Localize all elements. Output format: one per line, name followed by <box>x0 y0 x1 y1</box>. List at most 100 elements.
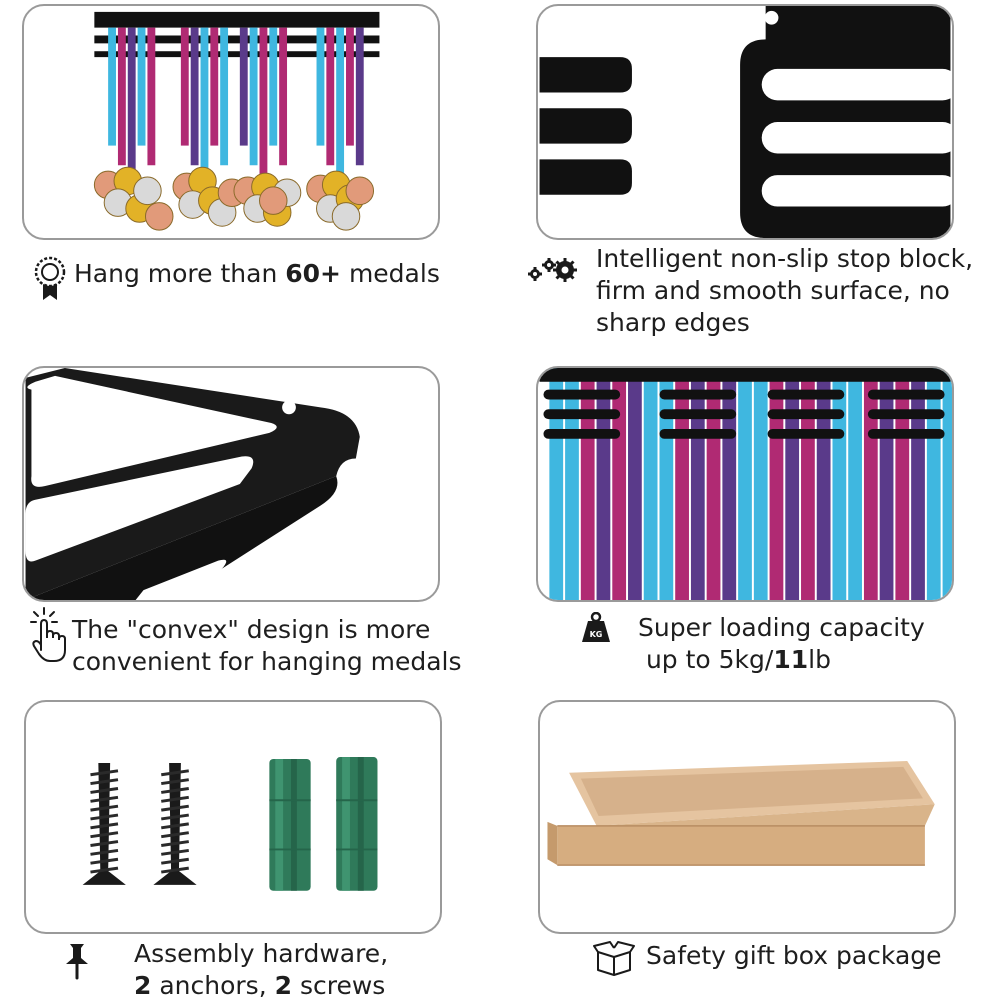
ribbon <box>628 368 642 600</box>
ribbon <box>580 368 595 600</box>
ribbon <box>108 27 116 146</box>
medal <box>133 176 162 206</box>
rack-tooth <box>867 389 945 400</box>
rack-tooth <box>543 389 621 400</box>
ribbon <box>355 27 364 166</box>
ribbon <box>180 27 189 146</box>
ribbon <box>848 368 862 600</box>
ribbon <box>269 27 278 146</box>
ribbon <box>926 368 941 600</box>
ribbon <box>769 368 784 600</box>
ribbon <box>147 27 156 166</box>
wall-anchor <box>336 757 378 891</box>
rack-tooth <box>867 409 945 420</box>
caption-text: lb <box>808 645 831 674</box>
caption-assembly-hardware: Assembly hardware, 2 anchors, 2 screws <box>134 938 388 1000</box>
convex-design-closeup-photo <box>22 366 440 602</box>
rack-bar <box>539 368 951 382</box>
gears-icon <box>527 256 579 284</box>
stop-block-closeup-photo <box>536 4 954 240</box>
award-ribbon-icon <box>34 256 66 302</box>
rack-tooth <box>659 409 737 420</box>
gift-box-illustration <box>547 760 935 866</box>
weight-icon-label: KG <box>590 630 603 639</box>
caption-stop-block: Intelligent non-slip stop block, firm an… <box>596 243 973 339</box>
ribbon <box>596 368 611 600</box>
ribbon <box>279 27 288 166</box>
caption-load-capacity: Super loading capacity up to 5kg/11lb <box>638 612 925 676</box>
caption-text: up to 5kg/ <box>638 645 774 674</box>
ribbon <box>117 27 126 166</box>
ribbon <box>200 27 209 185</box>
ribbon <box>816 368 831 600</box>
rack-tooth <box>867 428 945 439</box>
ribbon <box>127 27 136 185</box>
ribbon <box>137 27 146 146</box>
ribbon <box>316 27 325 146</box>
caption-bold-number: 11 <box>773 645 809 674</box>
ribbon <box>753 368 768 600</box>
hardware-illustration <box>82 757 378 891</box>
caption-text: anchors, <box>151 971 275 1000</box>
medal <box>345 176 375 206</box>
medal <box>259 186 288 215</box>
caption-medal-capacity: Hang more than 60+ medals <box>74 258 440 290</box>
loaded-rack-closeup-photo <box>536 366 954 602</box>
ribbon <box>738 368 752 600</box>
screw <box>153 762 197 885</box>
rack-tooth <box>767 409 845 420</box>
ribbon <box>706 368 721 600</box>
caption-text: screws <box>292 971 386 1000</box>
pushpin-icon <box>62 940 92 980</box>
medal <box>144 202 174 231</box>
screw <box>82 762 126 885</box>
rack-tooth <box>659 428 737 439</box>
loaded-rack-illustration <box>539 368 952 600</box>
stop-block-illustration <box>539 6 952 238</box>
ribbon <box>722 368 737 600</box>
rack-tooth <box>659 389 737 400</box>
assembly-hardware-photo <box>24 700 442 934</box>
rack-tooth <box>767 428 845 439</box>
ribbon <box>346 27 354 146</box>
ribbon <box>659 368 674 600</box>
ribbon <box>801 368 815 600</box>
caption-line: Super loading capacity <box>638 613 925 642</box>
ribbon <box>879 368 894 600</box>
caption-text: Safety gift box package <box>646 941 942 970</box>
ribbon <box>832 368 847 600</box>
caption-convex-design: The "convex" design is more convenient f… <box>72 614 462 678</box>
ribbon <box>942 368 952 600</box>
medal-rack-illustration <box>93 11 380 231</box>
rack-tooth <box>543 428 621 439</box>
ribbon <box>785 368 800 600</box>
ribbon <box>210 27 219 146</box>
weight-icon: KG <box>582 612 610 642</box>
rack-tooth <box>767 389 845 400</box>
ribbon <box>643 368 658 600</box>
caption-line: convenient for hanging medals <box>72 647 462 676</box>
medal <box>331 202 361 231</box>
caption-bold-count: 60+ <box>285 259 341 288</box>
ribbon <box>612 368 627 600</box>
ribbon <box>675 368 689 600</box>
ribbon <box>863 368 878 600</box>
ribbon <box>336 27 345 185</box>
ribbon <box>239 27 248 146</box>
convex-design-illustration <box>25 368 360 600</box>
ribbon <box>259 27 268 185</box>
ribbon <box>326 27 335 166</box>
wall-anchor <box>269 759 311 891</box>
caption-line: sharp edges <box>596 308 750 337</box>
caption-text: medals <box>341 259 440 288</box>
caption-line: Intelligent non-slip stop block, <box>596 244 974 273</box>
ribbon <box>690 368 705 600</box>
gift-box-photo <box>538 700 956 934</box>
caption-line: 2 anchors, 2 screws <box>134 970 388 1000</box>
caption-line: firm and smooth surface, no <box>596 276 950 305</box>
caption-bold-number: 2 <box>274 971 293 1000</box>
ribbon <box>249 27 258 166</box>
medal-rack-photo <box>22 4 440 240</box>
ribbon <box>549 368 564 600</box>
caption-text: Hang more than <box>74 259 286 288</box>
